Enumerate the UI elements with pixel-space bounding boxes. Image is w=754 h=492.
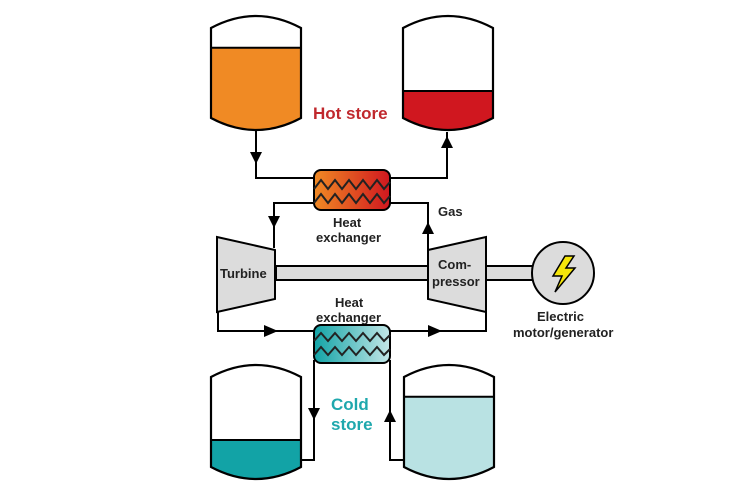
tank-outline	[209, 14, 303, 132]
hx-top-label-line2: exchanger	[316, 230, 381, 245]
pipe-compressor-to-hx	[390, 202, 429, 250]
shaft-to-motor	[485, 265, 535, 281]
compressor	[427, 235, 487, 314]
pipe-hx-to-hot-tank	[390, 132, 448, 179]
tank-liquid	[403, 91, 493, 130]
arrow-up-icon	[422, 222, 434, 234]
arrow-up-icon	[441, 136, 453, 148]
compressor-label-line2: pressor	[432, 274, 480, 289]
hot-tank-left	[209, 14, 303, 132]
hx-coil-cold	[313, 331, 391, 343]
tank-liquid	[211, 47, 301, 130]
pipe-hx-to-turbine	[273, 202, 314, 248]
tank-outline	[209, 363, 303, 481]
arrow-down-icon	[268, 216, 280, 228]
hot-tank-right	[401, 14, 495, 132]
gas-label: Gas	[438, 204, 463, 219]
hx-coil-hot	[313, 178, 391, 191]
tank-outline	[401, 14, 495, 132]
cold-tank-left	[209, 363, 303, 481]
motor-label-line1: Electric	[537, 309, 584, 324]
hx-coil-cold	[313, 345, 391, 357]
lightning-bolt-icon	[551, 255, 577, 293]
cold-store-label-line2: store	[331, 415, 373, 434]
cold-store-label-line1: Cold	[331, 395, 369, 414]
cold-tank-right	[402, 363, 496, 481]
hx-top-label-line1: Heat	[333, 215, 362, 230]
heat-exchanger-hot	[313, 169, 391, 211]
pipe-cold-tank-to-hx	[389, 360, 404, 461]
tank-outline	[402, 363, 496, 481]
turbine	[216, 235, 276, 314]
tank-liquid	[211, 440, 301, 479]
motor-label-line2: motor/generator	[513, 325, 613, 340]
tank-liquid	[404, 396, 494, 479]
heat-exchanger-cold	[313, 324, 391, 364]
storage-tanks	[209, 14, 496, 481]
hx-bottom-label-line1: Heat	[335, 295, 364, 310]
arrow-down-icon	[308, 408, 320, 420]
arrow-right-icon	[264, 325, 278, 337]
shaft	[275, 265, 432, 281]
arrow-right-icon	[428, 325, 442, 337]
hx-bottom-label-line2: exchanger	[316, 310, 381, 325]
pipe-hx-to-cold-tank	[300, 360, 315, 461]
hot-store-label: Hot store	[313, 104, 388, 123]
hx-coil-hot	[313, 192, 391, 205]
arrow-up-icon	[384, 410, 396, 422]
arrow-down-icon	[250, 152, 262, 164]
turbine-label: Turbine	[220, 266, 267, 281]
hot-loop-pipes	[250, 130, 453, 250]
compressor-label-line1: Com-	[438, 257, 471, 272]
pipe-hot-tank-to-hx	[255, 130, 314, 179]
